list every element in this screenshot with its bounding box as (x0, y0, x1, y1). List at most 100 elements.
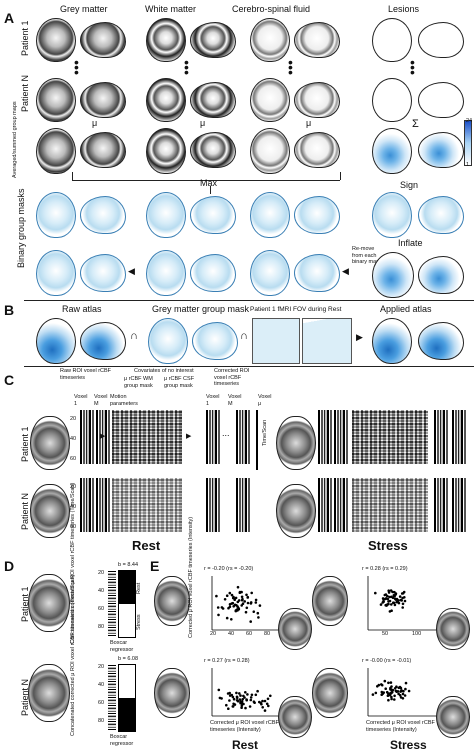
corrected-voxel-1-rest-p1 (206, 410, 220, 464)
beta-value-1: b = 8.44 (118, 562, 139, 568)
covariates-label: Covariates of no interest (134, 368, 194, 374)
panel-label-d: D (4, 558, 15, 574)
scatter-point (236, 585, 240, 589)
lesion-axial-sum (372, 128, 412, 174)
ellipsis-vertical-wm: ••• (184, 54, 189, 80)
scatter-point (238, 591, 242, 594)
stress-label-c: Stress (368, 538, 408, 553)
panel-label-b: B (4, 302, 15, 318)
tick-20-b: 20 (70, 484, 77, 490)
voxel-m-timeseries-stress-pn (334, 478, 348, 532)
scatter-point (238, 692, 241, 695)
scatter-point (387, 681, 390, 685)
scatter-point (390, 691, 394, 694)
voxel-1-timeseries-stress-p1 (318, 410, 332, 464)
scatter-point (391, 688, 395, 692)
scatter-point (250, 693, 254, 697)
voxel-1-timeseries-rest-pn (80, 478, 94, 532)
panel-label-c: C (4, 372, 15, 388)
panel-b-divider (24, 300, 474, 301)
scatter-point (241, 698, 244, 701)
scatter-point (231, 601, 235, 605)
csf-axial-patient-n (250, 78, 290, 122)
scatter-rest-patient-1 (211, 576, 286, 631)
scatter-point (376, 685, 379, 688)
scatter-point (407, 689, 411, 693)
gm-mask-axial (148, 318, 188, 364)
scatter-point (269, 694, 272, 698)
e-roi-rest-n (278, 696, 312, 738)
csf-sagittal-patient-1 (294, 22, 340, 58)
lesion-inflated-axial (372, 252, 414, 298)
scatter-point (245, 593, 248, 597)
scatter-rest-patient-n (211, 668, 286, 717)
scatter-point (248, 705, 252, 708)
e-xlabel-rest: Corrected μ ROI voxel rCBF timeseries (I… (210, 720, 279, 733)
wm-binary-axial-removed (146, 250, 186, 296)
scatter-point (252, 610, 256, 613)
applied-atlas-label: Applied atlas (380, 304, 432, 314)
rest-scan-patient-1 (30, 416, 70, 470)
scatter-point (257, 616, 260, 619)
scatter-point (388, 693, 392, 697)
col-header-grey-matter: Grey matter (60, 4, 108, 14)
scatter-point (230, 593, 234, 597)
scatter-point (223, 598, 227, 601)
xtick-rest-1-20: 20 (210, 631, 217, 637)
fov-label: Patient 1 fMRI FOV during Rest (250, 306, 342, 313)
scatter-point (231, 705, 235, 708)
rest-label-c: Rest (132, 538, 161, 553)
max-bracket-line (72, 180, 340, 181)
wm-binary-sagittal-removed (190, 254, 236, 292)
scatter-point (390, 697, 393, 701)
scatter-point (395, 690, 398, 693)
scatter-point (239, 701, 242, 704)
scatter-point (238, 698, 242, 701)
scatter-point (228, 699, 231, 702)
gm-binary-sagittal-removed (80, 254, 126, 292)
scatter-point (232, 702, 235, 706)
gm-sagittal-patient-1 (80, 22, 126, 58)
lesion-sagittal-sum (418, 132, 464, 168)
scatter-point (253, 701, 256, 704)
e-roi-rest-1 (278, 608, 312, 650)
scatter-point (239, 694, 242, 697)
patient-n-label-c: Patient N (20, 492, 30, 530)
scatter-point (397, 599, 400, 602)
gm-sagittal-mean (80, 132, 126, 168)
wm-binary-axial (146, 192, 186, 238)
e-scan-rest-n (154, 668, 190, 718)
colorbar (464, 120, 472, 166)
beta-value-n: b = 6.08 (118, 656, 139, 662)
scatter-point (227, 707, 230, 710)
tick-60-b: 60 (70, 524, 77, 530)
csf-binary-axial-removed (250, 250, 290, 296)
col-header-white-matter: White matter (145, 4, 197, 14)
e-xlabel-stress: Corrected μ ROI voxel rCBF timeseries (I… (366, 720, 435, 733)
scatter-point (249, 620, 252, 623)
scatter-point (254, 601, 258, 604)
corrected-voxel-m-rest-p1 (236, 410, 250, 464)
corrected-voxel-m-stress-pn (452, 478, 466, 532)
intersection-symbol-1: ∩ (130, 330, 138, 342)
scatter-point (226, 692, 230, 695)
wm-binary-sagittal (190, 196, 236, 234)
scatter-point (398, 595, 402, 598)
max-bracket-right (340, 172, 341, 180)
scatter-point (389, 681, 393, 684)
sign-label: Sign (400, 180, 419, 190)
d-scan-patient-1 (28, 574, 70, 632)
scatter-point (254, 598, 258, 602)
e-scan-stress-n (312, 668, 348, 718)
scatter-point (390, 695, 393, 699)
r-rest-n: r = 0.27 (rs = 0.28) (204, 658, 250, 664)
scatter-point (230, 618, 233, 621)
scatter-point (246, 693, 249, 696)
e-roi-stress-1 (436, 608, 470, 650)
fov-axial (252, 318, 300, 364)
rest-label-d-1: Rest (136, 582, 142, 594)
scatter-point (240, 706, 243, 709)
corrected-voxel-m-stress-p1 (452, 410, 466, 464)
boxcar-rest-block-1 (119, 571, 135, 604)
scatter-point (402, 590, 406, 594)
